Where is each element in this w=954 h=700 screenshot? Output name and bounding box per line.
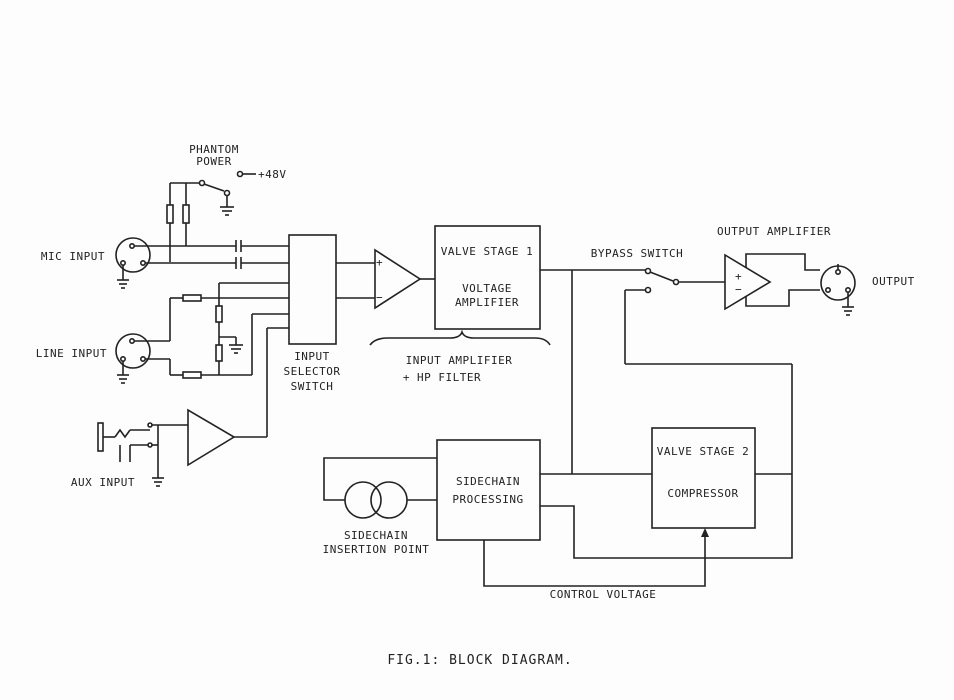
control-voltage-label: CONTROL VOLTAGE bbox=[550, 588, 657, 601]
sidechain-processing-box bbox=[436, 439, 541, 541]
input-selector-label-3: SWITCH bbox=[291, 380, 334, 393]
input-amplifier: + − INPUT AMPLIFIER + HP FILTER bbox=[369, 248, 551, 384]
input-selector-box bbox=[288, 234, 337, 345]
phantom-switch-blade bbox=[203, 183, 225, 192]
bypass-switch-label: BYPASS SWITCH bbox=[591, 247, 684, 260]
input-amp-label-2: + HP FILTER bbox=[403, 371, 481, 384]
valve-stage-1-label-2: VOLTAGE bbox=[462, 282, 512, 295]
input-selector-label-1: INPUT bbox=[294, 350, 330, 363]
sidechain-insertion-label-1: SIDECHAIN bbox=[344, 529, 408, 542]
input-amp-brace bbox=[369, 329, 551, 346]
valve-stage-1: VALVE STAGE 1 VOLTAGE AMPLIFIER bbox=[434, 225, 646, 330]
aux-input-label: AUX INPUT bbox=[71, 476, 135, 489]
mic-input-label: MIC INPUT bbox=[41, 250, 105, 263]
input-amp-label-1: INPUT AMPLIFIER bbox=[406, 354, 513, 367]
valve-stage-2-box bbox=[651, 427, 756, 529]
plus48v-terminal bbox=[236, 170, 244, 178]
minus-symbol: − bbox=[376, 291, 383, 304]
sidechain-processing-label-1: SIDECHAIN bbox=[456, 475, 520, 488]
xlr-connector-icon bbox=[115, 333, 151, 369]
mic-input-connector: MIC INPUT bbox=[41, 237, 289, 289]
line-resistor-1 bbox=[182, 294, 202, 302]
bypass-switch-blade bbox=[649, 271, 674, 282]
phantom-power-circuit: PHANTOM POWER +48V bbox=[166, 143, 287, 262]
plus-symbol: + bbox=[376, 256, 383, 269]
aux-preamp-triangle bbox=[187, 408, 236, 467]
plus48v-label: +48V bbox=[258, 168, 287, 181]
phantom-power-label-1: PHANTOM bbox=[189, 143, 239, 156]
phantom-resistor-2 bbox=[182, 204, 190, 224]
plus-symbol: + bbox=[735, 270, 742, 283]
valve-stage-1-title: VALVE STAGE 1 bbox=[441, 245, 534, 258]
line-input-label: LINE INPUT bbox=[36, 347, 107, 360]
transformer-coil-icon bbox=[370, 481, 408, 519]
line-resistor-3 bbox=[215, 305, 223, 323]
sidechain-section: SIDECHAIN PROCESSING VALVE STAGE 2 COMPR… bbox=[323, 270, 793, 601]
figure-caption: FIG.1: BLOCK DIAGRAM. bbox=[387, 653, 572, 668]
minus-symbol: − bbox=[735, 283, 742, 296]
sidechain-processing-label-2: PROCESSING bbox=[452, 493, 523, 506]
input-selector-switch: INPUT SELECTOR SWITCH bbox=[284, 234, 375, 393]
line-resistor-4 bbox=[215, 344, 223, 362]
input-amp-triangle bbox=[374, 248, 422, 310]
jack-socket-icon bbox=[97, 422, 104, 452]
input-selector-label-2: SELECTOR bbox=[284, 365, 341, 378]
aux-input-connector: AUX INPUT bbox=[71, 327, 289, 489]
bypass-switch: BYPASS SWITCH bbox=[591, 247, 793, 475]
output-amplifier-label: OUTPUT AMPLIFIER bbox=[717, 225, 831, 238]
valve-stage-2-label: COMPRESSOR bbox=[667, 487, 738, 500]
line-resistor-2 bbox=[182, 371, 202, 379]
output-amplifier: OUTPUT AMPLIFIER + − OUTPUT bbox=[717, 225, 915, 316]
sidechain-insertion-label-2: INSERTION POINT bbox=[323, 543, 430, 556]
valve-stage-1-box bbox=[434, 225, 541, 330]
phantom-power-label-2: POWER bbox=[196, 155, 232, 168]
valve-stage-1-label-3: AMPLIFIER bbox=[455, 296, 519, 309]
control-arrow-icon bbox=[701, 528, 709, 537]
valve-stage-2-title: VALVE STAGE 2 bbox=[657, 445, 750, 458]
output-label: OUTPUT bbox=[872, 275, 915, 288]
xlr-connector-icon bbox=[820, 265, 856, 301]
transformer-coil-icon bbox=[344, 481, 382, 519]
phantom-resistor-1 bbox=[166, 204, 174, 224]
line-input-connector: LINE INPUT bbox=[36, 282, 289, 384]
output-amp-triangle bbox=[724, 253, 772, 311]
xlr-connector-icon bbox=[115, 237, 151, 273]
